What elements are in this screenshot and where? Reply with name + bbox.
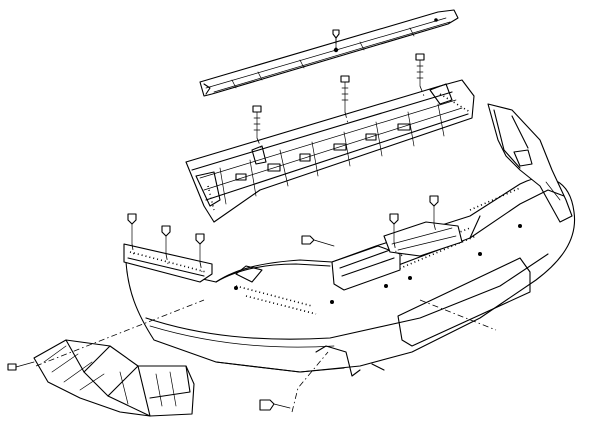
clip-icon (389, 213, 399, 243)
screw-icon (301, 235, 335, 247)
upper-trim-strip (199, 9, 459, 97)
screw-icon (340, 75, 350, 113)
bumper-cover (125, 103, 576, 377)
clip-icon (161, 225, 171, 255)
assembly-centerlines (35, 38, 497, 413)
energy-absorber-bracket (185, 79, 475, 223)
clip-icon (429, 195, 439, 225)
screw-icon (259, 399, 291, 411)
clip-icon (195, 233, 205, 263)
screw-icon (415, 53, 425, 87)
corner-lamp (33, 339, 195, 417)
screw-icon (252, 105, 262, 139)
absorber-fasteners (252, 53, 425, 139)
clip-icon (127, 213, 137, 245)
screw-icon (7, 361, 35, 371)
mounting-clips (127, 195, 439, 263)
